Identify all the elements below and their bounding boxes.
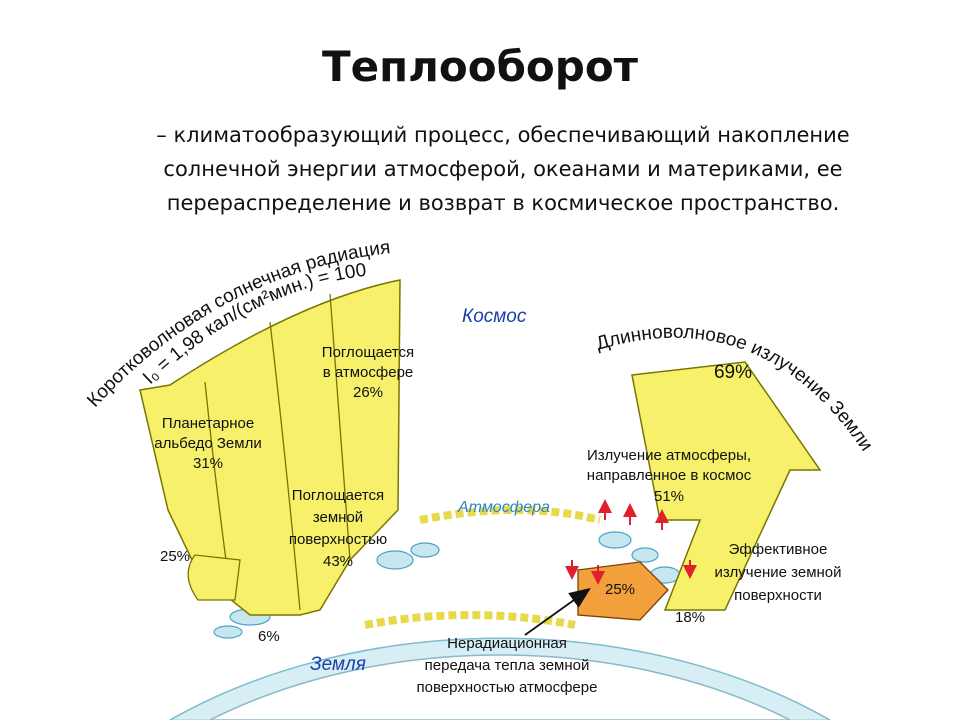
absorbed-atm-label-2: в атмосфере bbox=[323, 364, 414, 381]
absorbed-surface-label-1: Поглощается bbox=[292, 487, 384, 504]
atm-to-space-label-1: Излучение атмосферы, bbox=[587, 447, 751, 464]
atm-to-space-percent: 51% bbox=[654, 488, 684, 505]
absorbed-atm-label-1: Поглощается bbox=[322, 344, 414, 361]
atmosphere-circulation-arrow bbox=[419, 506, 601, 524]
earth-label: Земля bbox=[310, 654, 366, 675]
left-percent: 25% bbox=[160, 548, 190, 565]
atm-to-space-label-2: направленное в космос bbox=[587, 467, 752, 484]
effective-label-1: Эффективное bbox=[729, 541, 828, 558]
absorbed-surface-label-3: поверхностью bbox=[289, 531, 387, 548]
absorbed-surface-percent: 43% bbox=[323, 553, 353, 570]
space-label: Космос bbox=[462, 306, 527, 327]
nonrad-label-3: поверхностью атмосфере bbox=[417, 679, 598, 696]
albedo-label-1: Планетарное bbox=[162, 415, 254, 432]
effective-label-3: поверхности bbox=[734, 587, 822, 604]
atmosphere-label: Атмосфера bbox=[457, 499, 550, 516]
absorbed-atm-percent: 26% bbox=[353, 384, 383, 401]
surface-circulation-arrow bbox=[364, 611, 576, 629]
albedo-percent: 31% bbox=[193, 455, 223, 472]
effective-label-2: излучение земной bbox=[714, 564, 841, 581]
slide-title: Теплооборот bbox=[321, 42, 639, 91]
effective-percent: 18% bbox=[675, 609, 705, 626]
pointer-arrow bbox=[524, 587, 591, 636]
nonrad-label-1: Нерадиационная bbox=[447, 635, 567, 652]
atmosphere-radiation-arrows bbox=[565, 499, 697, 585]
albedo-label-2: альбедо Земли bbox=[154, 435, 261, 452]
atmosphere-edge bbox=[169, 637, 831, 720]
nonrad-percent: 25% bbox=[605, 581, 635, 598]
longwave-percent: 69% bbox=[714, 362, 752, 383]
longwave-radiation-arrow bbox=[631, 361, 822, 611]
absorbed-surface-label-2: земной bbox=[313, 509, 363, 526]
reflection-arrow bbox=[187, 554, 241, 601]
slide-definition: – климатообразующий процесс, обеспечиваю… bbox=[156, 123, 850, 215]
earth-surface bbox=[209, 654, 791, 720]
small-percent: 6% bbox=[258, 628, 280, 645]
nonrad-label-2: передача тепла земной bbox=[425, 657, 590, 674]
